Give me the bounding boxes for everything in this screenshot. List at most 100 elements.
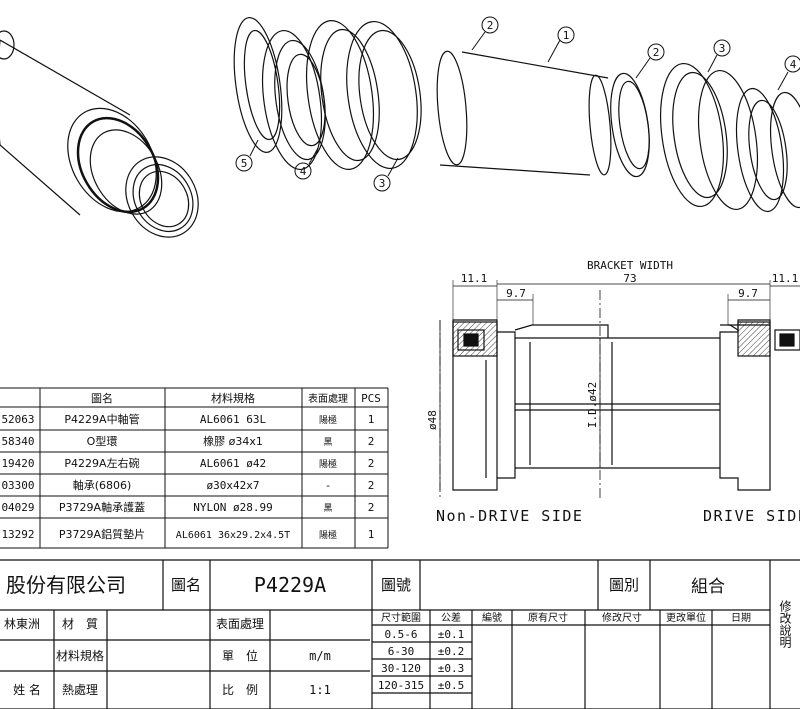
scale-value: 1:1	[309, 683, 331, 697]
tol-value: ±0.2	[438, 645, 465, 658]
callout-circle-5	[235, 154, 253, 172]
bom-header-name: 圖名	[91, 391, 113, 405]
callout-circle-3a	[373, 174, 391, 192]
section-view	[439, 280, 800, 500]
dim-left-outer: 11.1	[461, 272, 488, 285]
bom-row-pcs: 2	[368, 501, 375, 514]
dim-right-outer: 11.1	[772, 272, 799, 285]
part-number: P4229A	[254, 573, 326, 597]
dim-outer-diameter: ø48	[426, 410, 439, 430]
bom-row-pcs: 1	[368, 413, 375, 426]
rev-header-date: 日期	[731, 612, 751, 624]
bom-row-material: AL6061 ø42	[200, 457, 266, 470]
heat-treatment-label: 熱處理	[62, 683, 98, 697]
category-label: 圖別	[609, 576, 639, 594]
bom-row-name: P4229A中軸管	[64, 412, 139, 426]
bom-row-finish: -	[325, 479, 332, 492]
bom-row-finish: 黑	[323, 437, 332, 448]
bracket-width-label: BRACKET WIDTH	[587, 259, 673, 272]
bom-text: 圖名 材料規格 表面處理 PCS 52063 P4229A中軸管 AL6061 …	[1, 391, 381, 541]
tol-range: 0.5-6	[384, 628, 417, 641]
bom-row-name: P3729A軸承護蓋	[59, 500, 145, 514]
owner-fragment: 林東洲	[4, 617, 40, 631]
callout-4a: 4	[300, 165, 307, 178]
title-block-text: 股份有限公司 圖名 P4229A 圖號 圖別 組合 林東洲 材 質 材料規格 熱…	[4, 573, 792, 697]
callout-3a: 3	[379, 177, 386, 190]
signature-label: 姓 名	[13, 682, 41, 697]
bom-header-finish: 表面處理	[308, 392, 348, 405]
bom-row-pcs: 2	[368, 479, 375, 492]
callout-3b: 3	[719, 42, 726, 55]
bom-row-pcs: 2	[368, 435, 375, 448]
bom-row-code: 58340	[1, 435, 34, 448]
bom-row-material: NYLON ø28.99	[193, 501, 272, 514]
drawing-number-label: 圖號	[381, 576, 411, 594]
tol-range: 120-315	[378, 679, 424, 692]
tol-value: ±0.1	[438, 628, 465, 641]
callout-circle-1	[557, 26, 575, 44]
bom-row-code: 52063	[1, 413, 34, 426]
rev-header-range: 尺寸範圍	[381, 611, 421, 624]
bom-header-pcs: PCS	[361, 392, 381, 405]
bom-row-name: 軸承(6806)	[73, 478, 132, 492]
bom-row-pcs: 1	[368, 528, 375, 541]
callout-circle-2b	[647, 43, 665, 61]
drawing-name-label: 圖名	[171, 576, 201, 594]
bom-row-name: P3729A鋁質墊片	[59, 527, 145, 541]
dim-left-inner: 9.7	[506, 287, 526, 300]
bom-row-finish: 黑	[323, 503, 332, 514]
assembled-perspective-view	[0, 30, 199, 238]
tol-value: ±0.3	[438, 662, 465, 675]
rev-header-number: 編號	[482, 611, 502, 624]
callout-1: 1	[563, 29, 570, 42]
bom-row-name: P4229A左右碗	[64, 456, 139, 470]
callout-numbers: 1 2 2 3 3 4 4 5	[241, 19, 797, 190]
callout-5: 5	[241, 157, 248, 170]
title-block-grid	[0, 559, 800, 709]
rev-header-original: 原有尺寸	[528, 611, 568, 624]
material-label: 材 質	[62, 616, 98, 631]
callout-circle-4a	[294, 162, 312, 180]
category-value: 組合	[691, 577, 725, 597]
bom-row-material: AL6061 36x29.2x4.5T	[176, 530, 290, 541]
spec-label: 材料規格	[56, 648, 104, 663]
bom-table	[0, 387, 389, 549]
bom-row-material: AL6061 63L	[200, 413, 267, 426]
dim-inner-diameter: I.D.ø42	[586, 382, 599, 428]
unit-label: 單 位	[222, 648, 258, 663]
bom-header-material: 材料規格	[211, 391, 255, 405]
callout-circle-2a	[481, 16, 499, 34]
rev-header-modified: 修改尺寸	[602, 611, 642, 624]
bom-row-material: ø30x42x7	[207, 479, 260, 492]
bom-row-code: 19420	[1, 457, 34, 470]
bom-row-finish: 陽極	[319, 414, 337, 426]
tol-range: 6-30	[388, 645, 415, 658]
bom-row-pcs: 2	[368, 457, 375, 470]
non-drive-side-label: Non-DRIVE SIDE	[436, 507, 583, 525]
bom-row-material: 橡膠 ø34x1	[203, 435, 263, 448]
tol-range: 30-120	[381, 662, 421, 675]
bom-row-code: 03300	[1, 479, 34, 492]
drive-side-label: DRIVE SIDE	[703, 507, 800, 525]
unit-value: m/m	[309, 649, 331, 663]
callout-4b: 4	[790, 58, 797, 71]
exploded-view	[233, 16, 800, 213]
callout-circle-3b	[713, 39, 731, 57]
bom-row-name: O型環	[87, 434, 118, 448]
revision-side-note: 修改說明	[778, 599, 792, 649]
company-name: 股份有限公司	[6, 573, 126, 597]
surface-label: 表面處理	[216, 617, 264, 631]
callout-2b: 2	[653, 46, 660, 59]
bom-row-finish: 陽極	[319, 529, 337, 541]
bracket-width-value: 73	[623, 272, 636, 285]
bom-row-code: 13292	[1, 528, 34, 541]
callout-circle-4b	[784, 55, 800, 73]
tol-value: ±0.5	[438, 679, 465, 692]
rev-header-unit: 更改單位	[666, 611, 706, 624]
dim-right-inner: 9.7	[738, 287, 758, 300]
callout-2a: 2	[487, 19, 494, 32]
bom-row-finish: 陽極	[319, 458, 337, 470]
rev-header-tolerance: 公差	[441, 611, 461, 624]
callout-labels	[235, 16, 800, 192]
